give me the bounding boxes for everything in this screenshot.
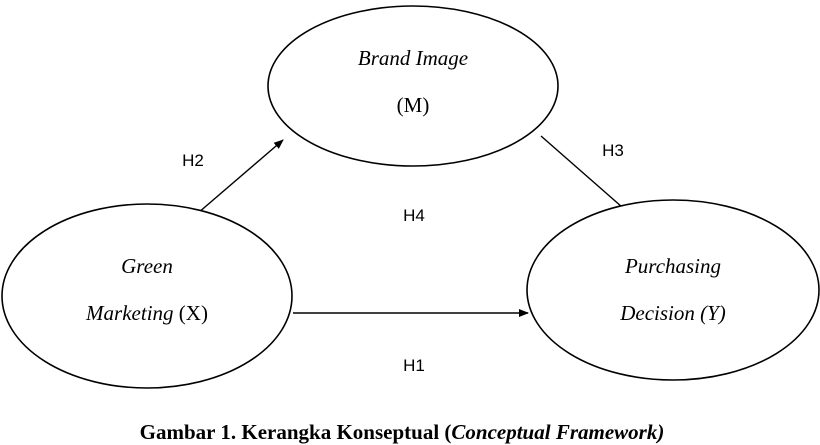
brand-image-variable: (M): [397, 93, 430, 117]
green-marketing-title-line1: Green: [121, 254, 173, 278]
hypothesis-label-h1: H1: [403, 356, 425, 375]
arrow-green-marketing-to-brand-image: [197, 139, 284, 214]
green-marketing-variable: (X): [174, 301, 208, 325]
caption-prefix: Gambar 1. Kerangka Konseptual (: [139, 420, 452, 444]
hypothesis-label-h2: H2: [182, 151, 204, 170]
hypothesis-label-h4: H4: [403, 206, 425, 225]
arrow-brand-image-to-purchasing-decision: [540, 135, 631, 215]
purchasing-decision-title-line2: Decision (Y): [619, 301, 726, 325]
purchasing-decision-title-line1: Purchasing: [624, 254, 721, 278]
node-purchasing-decision: Purchasing Decision (Y): [526, 199, 820, 381]
node-brand-image: Brand Image (M): [267, 5, 559, 167]
node-green-marketing: Green Marketing (X): [1, 203, 293, 389]
brand-image-title: Brand Image: [358, 46, 468, 70]
hypothesis-label-h3: H3: [602, 141, 624, 160]
figure-caption: Gambar 1. Kerangka Konseptual (Conceptua…: [0, 420, 804, 445]
green-marketing-italic-part: Marketing: [85, 301, 173, 325]
green-marketing-title-line2: Marketing (X): [85, 301, 208, 325]
caption-italic: Conceptual Framework): [451, 420, 665, 444]
